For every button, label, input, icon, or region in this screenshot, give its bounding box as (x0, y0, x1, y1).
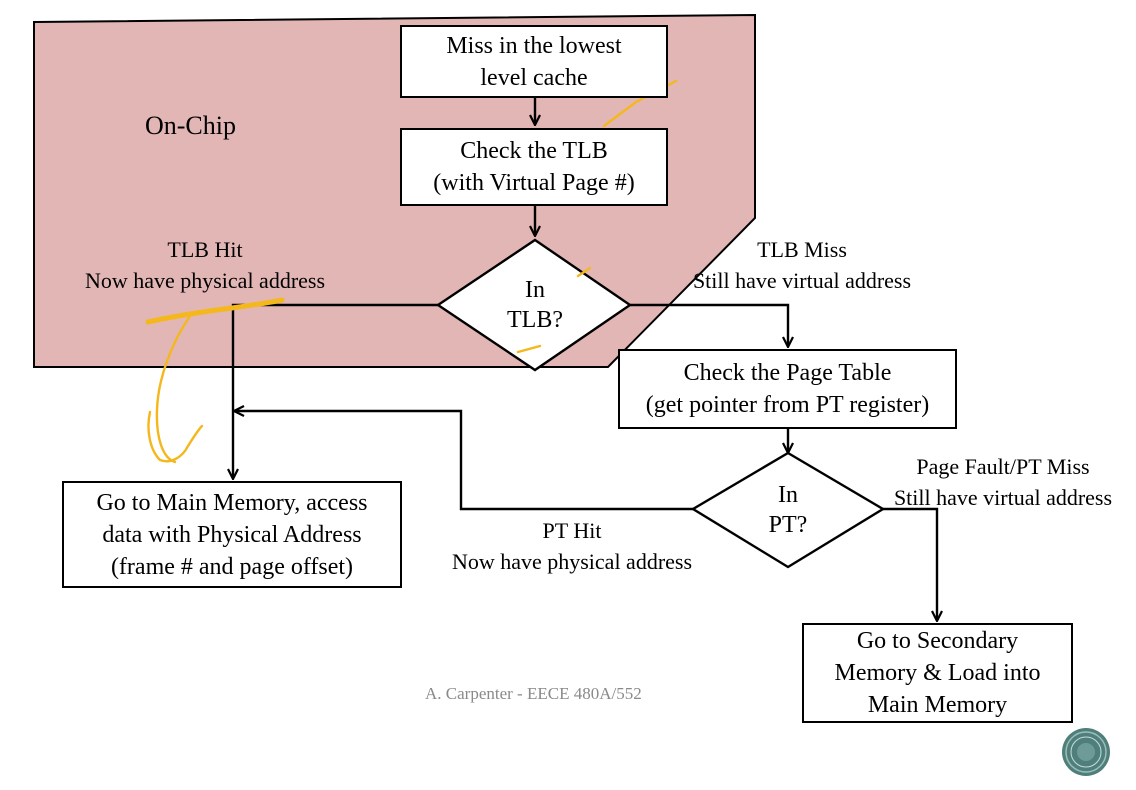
annotation-stroke (147, 410, 204, 463)
node-text: In (525, 277, 545, 303)
node-text: level cache (480, 64, 588, 91)
edge-label-text: Still have virtual address (893, 485, 1113, 510)
miss-lowest-cache-box: Miss in the lowest level cache (400, 25, 668, 98)
on-chip-label: On-Chip (145, 111, 236, 140)
annotation-stroke (516, 344, 542, 354)
edge-label-text: TLB Miss (757, 237, 847, 262)
node-text: TLB? (507, 307, 563, 333)
arrow-pt-hit (235, 411, 693, 511)
node-text: In (778, 482, 798, 508)
node-text: Main Memory (867, 692, 1008, 718)
node-text: (get pointer from PT register) (645, 392, 930, 418)
check-page-table-box: Check the Page Table (get pointer from P… (618, 349, 957, 429)
node-text: Memory & Load into (834, 660, 1041, 686)
node-text: PT? (768, 512, 808, 538)
arrow-pt-miss (881, 507, 937, 620)
node-text: (with Virtual Page #) (433, 170, 635, 196)
annotation-stroke (155, 314, 192, 464)
edge-label-text: Now have physical address (84, 268, 326, 293)
pt-hit-label: PT Hit Now have physical address (412, 515, 732, 577)
tlb-miss-label: TLB Miss Still have virtual address (652, 234, 952, 296)
check-tlb-box: Check the TLB (with Virtual Page #) (400, 128, 668, 206)
node-text: (frame # and page offset) (110, 553, 354, 580)
in-tlb-decision-label: In TLB? (485, 275, 585, 335)
in-pt-decision-diamond (690, 451, 886, 569)
node-text: Go to Main Memory, access (96, 489, 368, 516)
edge-label-text: Still have virtual address (692, 268, 912, 293)
in-pt-decision-label: In PT? (738, 480, 838, 540)
round-seal-logo-icon (1062, 728, 1110, 776)
pt-miss-label: Page Fault/PT Miss Still have virtual ad… (870, 451, 1136, 513)
node-text: Miss in the lowest (446, 32, 622, 59)
annotation-stroke (145, 297, 285, 325)
edge-label-text: TLB Hit (167, 237, 243, 262)
secondary-memory-box: Go to Secondary Memory & Load into Main … (802, 623, 1073, 723)
slide-footer: A. Carpenter - EECE 480A/552 (425, 684, 642, 703)
edge-label-text: Page Fault/PT Miss (916, 454, 1090, 479)
edge-label-text: Now have physical address (451, 549, 693, 574)
arrow-tlb-hit (233, 303, 440, 478)
annotation-stroke (576, 266, 592, 278)
node-text: Go to Secondary (856, 628, 1019, 654)
node-text: data with Physical Address (102, 521, 362, 548)
tlb-hit-label: TLB Hit Now have physical address (45, 234, 365, 296)
edge-label-text: PT Hit (542, 518, 602, 543)
node-text: Check the Page Table (683, 360, 892, 386)
node-text: Check the TLB (460, 138, 608, 164)
arrow-tlb-miss (628, 303, 788, 346)
main-memory-box: Go to Main Memory, access data with Phys… (62, 481, 402, 588)
